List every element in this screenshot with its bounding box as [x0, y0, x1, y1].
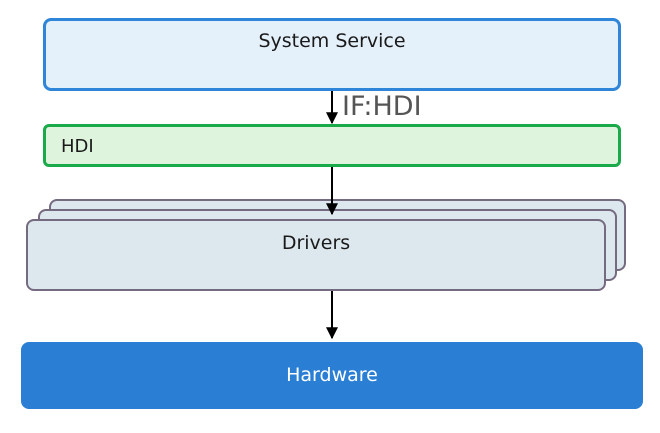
drivers-box: Drivers	[26, 219, 606, 291]
hdi-box: HDI	[43, 124, 621, 167]
system-service-box: System Service	[43, 18, 621, 91]
hardware-box: Hardware	[21, 342, 643, 409]
hdi-label: HDI	[61, 136, 94, 157]
system-service-label: System Service	[258, 30, 406, 52]
hardware-label: Hardware	[286, 364, 378, 386]
drivers-label: Drivers	[281, 232, 351, 254]
interface-label: IF:HDI	[342, 91, 422, 122]
